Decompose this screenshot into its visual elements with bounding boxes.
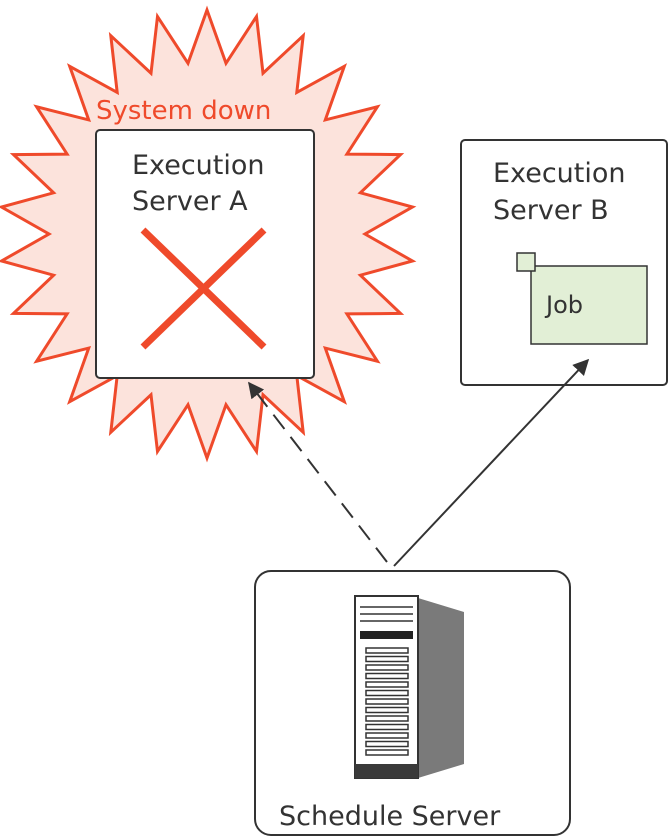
system-down-label: System down <box>96 96 271 126</box>
server-vent-slot <box>365 664 409 671</box>
job-box <box>530 265 648 345</box>
schedule-server-label: Schedule Server <box>279 801 501 832</box>
server-vent-slot <box>365 723 409 731</box>
execution-server-a-label-line1: Execution <box>132 150 265 181</box>
execution-server-b-label-line1: Execution <box>493 158 626 189</box>
server-vent-slot <box>365 732 409 739</box>
server-vent-slot <box>365 706 409 714</box>
dispatch-arrow-to-server-a <box>248 381 388 563</box>
server-vent-slot <box>365 647 409 654</box>
server-vent-slot <box>365 681 409 688</box>
server-vent-slot <box>365 749 409 756</box>
server-vent-slot <box>365 672 409 680</box>
job-box-handle <box>516 252 536 272</box>
server-vent-slot <box>365 740 409 748</box>
x-mark-icon <box>140 227 267 350</box>
server-vent-slot <box>365 689 409 697</box>
execution-server-a-box <box>95 129 315 379</box>
server-vent-slot <box>365 698 409 705</box>
job-label: Job <box>544 291 583 319</box>
execution-server-a-label-line2: Server A <box>132 186 248 217</box>
server-vent-slot <box>365 655 409 663</box>
execution-server-b-label-line2: Server B <box>493 195 609 226</box>
dispatch-arrow-to-server-b <box>393 358 590 567</box>
server-tower-icon <box>354 595 464 779</box>
server-vent-slot <box>365 715 409 722</box>
